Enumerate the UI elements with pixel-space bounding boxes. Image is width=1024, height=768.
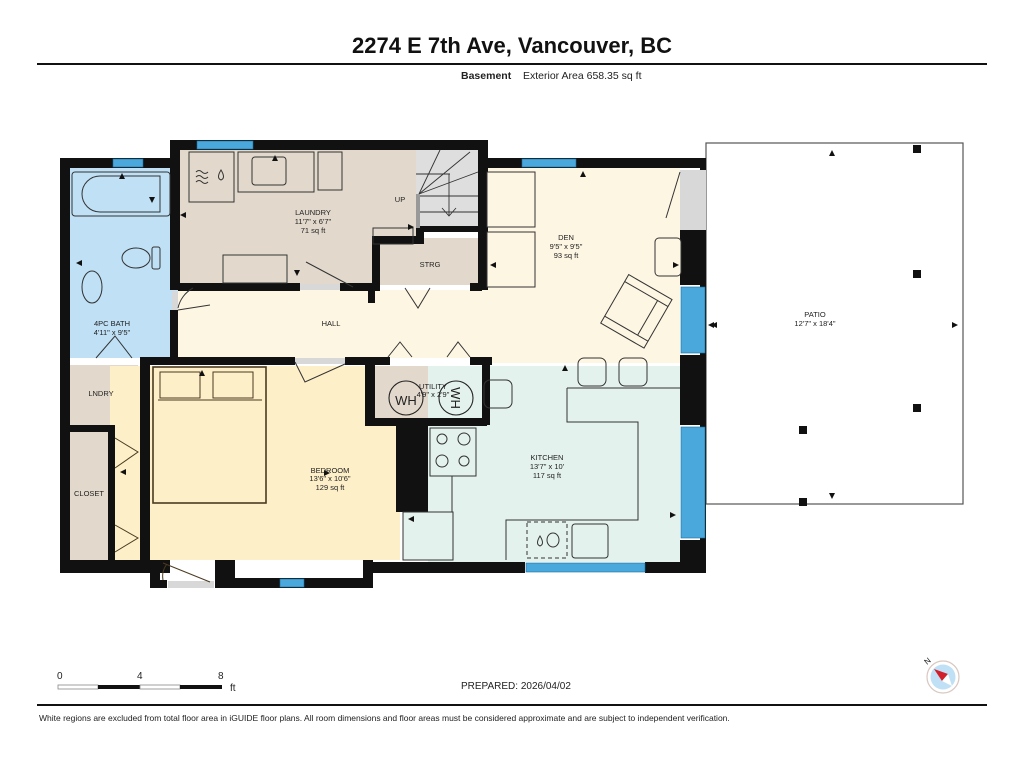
lndry-name: LNDRY [88, 389, 113, 398]
stairs [416, 149, 479, 228]
compass-icon: N [923, 656, 960, 694]
bedroom-fill [110, 366, 400, 560]
den-area: 93 sq ft [554, 251, 580, 260]
scale-tick-8: 8 [218, 671, 224, 682]
bath-name: 4PC BATH [94, 319, 130, 328]
patio [705, 142, 964, 506]
patio-dims: 12'7" x 18'4" [794, 319, 835, 328]
water-heater-1: WH [395, 393, 417, 408]
doorways [168, 170, 706, 588]
scale-tick-4: 4 [137, 671, 143, 682]
scale-tick-0: 0 [57, 671, 63, 682]
kitchen-name: KITCHEN [531, 453, 564, 462]
closet-name: CLOSET [74, 489, 104, 498]
bath-dims: 4'11" x 9'5" [94, 328, 131, 337]
bath-fixtures [71, 171, 171, 304]
laundry-dims: 11'7" x 6'7" [295, 217, 332, 226]
utility-name: UTILITY [419, 382, 447, 391]
utility-dims: 4'9" x 2'9" [417, 390, 450, 399]
footer-divider [37, 704, 987, 706]
floor-name: Basement [461, 70, 512, 82]
hall-fill [178, 290, 680, 358]
stairs-up-label: UP [395, 195, 405, 204]
compass-north-label: N [923, 656, 933, 667]
kitchen-dims: 13'7" x 10' [530, 462, 565, 471]
disclaimer-text: White regions are excluded from total fl… [39, 713, 730, 723]
scale-bar [57, 684, 222, 690]
walls [60, 140, 706, 588]
closet-fill [70, 430, 110, 560]
bedroom-area: 129 sq ft [316, 483, 346, 492]
water-heater-2: WH [448, 387, 463, 409]
laundry-name: LAUNDRY [295, 208, 331, 217]
exterior-area: Exterior Area 658.35 sq ft [523, 70, 642, 82]
utility-fixtures [388, 380, 474, 416]
laundry-area: 71 sq ft [301, 226, 327, 235]
page-title: 2274 E 7th Ave, Vancouver, BC [352, 33, 672, 58]
title-divider [37, 63, 987, 65]
patio-name: PATIO [804, 310, 826, 319]
bedroom-name: BEDROOM [311, 466, 350, 475]
strg-fill [380, 238, 480, 285]
hall-doors [95, 287, 471, 383]
strg-name: STRG [420, 260, 441, 269]
den-name: DEN [558, 233, 574, 242]
stairs-fill [416, 150, 480, 230]
bedroom-furniture [114, 366, 267, 583]
den-furniture [486, 171, 682, 349]
hall-name: HALL [322, 319, 341, 328]
kitchen-area: 117 sq ft [533, 471, 562, 480]
bedroom-dims: 13'6" x 10'6" [309, 474, 350, 483]
den-dims: 9'5" x 9'5" [550, 242, 583, 251]
laundry-fixtures [188, 151, 414, 288]
windows [112, 140, 706, 588]
scale-unit: ft [230, 683, 236, 694]
prepared-date: PREPARED: 2026/04/02 [461, 681, 571, 692]
